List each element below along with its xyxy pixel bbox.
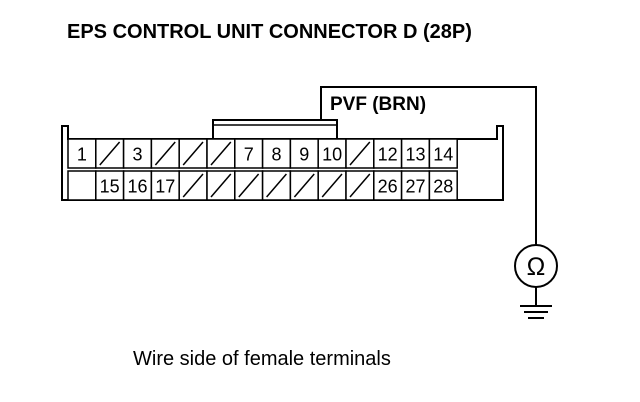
terminal-10: 10 (317, 138, 347, 169)
terminal-16: 16 (122, 170, 153, 201)
bottom-cavity (261, 170, 292, 201)
terminal-26: 26 (373, 170, 403, 201)
bottom-cavity (317, 170, 347, 201)
probe-label: PVF (BRN) (330, 94, 426, 115)
bottom-cavity (178, 170, 208, 201)
top-cavity (345, 138, 375, 169)
terminal-number: 9 (299, 145, 309, 165)
terminal-number: 15 (100, 177, 120, 197)
bottom-cavity (234, 170, 264, 201)
top-cavity (150, 138, 180, 169)
terminal-number: 14 (433, 145, 453, 165)
meter-symbol: Ω (527, 253, 546, 281)
connector-bottom-row: 15 16 17 26 27 28 (67, 170, 458, 201)
top-cavity (206, 138, 236, 169)
terminal-number: 8 (271, 145, 281, 165)
terminal-number: 28 (433, 177, 453, 197)
terminal-1: 1 (67, 138, 97, 169)
bottom-cavity (206, 170, 236, 201)
page-title: EPS CONTROL UNIT CONNECTOR D (28P) (67, 21, 472, 43)
terminal-number: 16 (127, 177, 147, 197)
bottom-cavity (289, 170, 319, 201)
terminal-number: 27 (405, 177, 425, 197)
terminal-7: 7 (234, 138, 264, 169)
terminal-28: 28 (428, 170, 458, 201)
terminal-number: 3 (132, 145, 142, 165)
terminal-15: 15 (95, 170, 125, 201)
terminal-number: 7 (244, 145, 254, 165)
terminal-number: 12 (378, 145, 398, 165)
bottom-cavity (345, 170, 375, 201)
terminal-8: 8 (261, 138, 292, 169)
terminal-27: 27 (400, 170, 431, 201)
top-cavity (178, 138, 208, 169)
terminal-number: 1 (77, 145, 87, 165)
ground-icon (520, 287, 552, 319)
caption: Wire side of female terminals (133, 348, 391, 370)
terminal-9: 9 (289, 138, 319, 169)
terminal-3: 3 (122, 138, 153, 169)
bottom-cavity (67, 170, 97, 201)
terminal-number: 13 (405, 145, 425, 165)
terminal-12: 12 (373, 138, 403, 169)
terminal-number: 26 (378, 177, 398, 197)
terminal-number: 17 (155, 177, 175, 197)
terminal-number: 10 (322, 145, 342, 165)
terminal-14: 14 (428, 138, 458, 169)
terminal-17: 17 (150, 170, 180, 201)
ohmmeter-icon: Ω (514, 244, 558, 288)
terminal-13: 13 (400, 138, 431, 169)
probe-wire (320, 86, 537, 245)
top-cavity (95, 138, 125, 169)
